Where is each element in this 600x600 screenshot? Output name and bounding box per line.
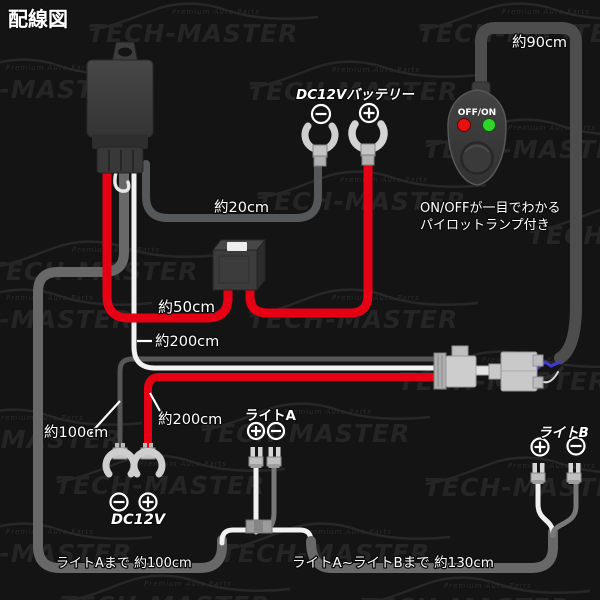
length-white-lead: 約200cm (155, 333, 219, 350)
dc12v-label: DC12V (111, 512, 167, 528)
length-plus-lead: 約200cm (158, 411, 222, 428)
light-b-terminals (530, 463, 582, 484)
dc12v-minus-symbol (109, 492, 129, 512)
switch-note-line1: ON/OFFが一目でわかる (420, 201, 561, 216)
fuse-slot (227, 242, 247, 251)
battery-label: DC12Vバッテリー (296, 87, 414, 103)
length-a-to-b: ライトA~ライトBまで 約130cm (292, 555, 494, 571)
connector-blade (475, 365, 490, 376)
wire-white-lead (131, 163, 441, 371)
light-a-terminals (248, 447, 282, 468)
battery-minus-sleeve (312, 144, 328, 158)
connector-left-rear (433, 352, 447, 390)
relay-collar (92, 135, 148, 149)
wire-switch-cable (475, 22, 582, 364)
dc12v-plus-symbol (138, 492, 158, 512)
relay-mount-hole (118, 47, 132, 57)
switch-label: OFF/ON (458, 108, 496, 118)
length-fuse-to-relay: 約50cm (158, 298, 215, 316)
battery-plus-symbol (358, 102, 380, 124)
wire-red-plus-lead (144, 373, 442, 454)
wire-red-fuse-to-relay (102, 163, 233, 323)
light-a-minus-symbol (266, 421, 286, 441)
relay (86, 41, 154, 174)
led-green (482, 118, 496, 132)
fuse-box-panel (218, 255, 250, 284)
connector-latch (451, 345, 469, 357)
pointer-plus-lead (149, 392, 161, 412)
pointer-lines (89, 339, 161, 435)
battery-terminals (301, 120, 388, 167)
light-a-plus-symbol (246, 421, 266, 441)
light-a-label: ライトA (245, 408, 296, 424)
switch-note-line2: パイロットランプ付き (420, 218, 550, 233)
battery-minus-symbol (310, 103, 332, 125)
light-b-minus-symbol (566, 436, 586, 456)
battery-plus-sleeve (360, 143, 376, 157)
connector-nose (488, 363, 502, 380)
connector-pair (433, 345, 544, 392)
wire-light-b-minus (550, 479, 579, 538)
wire-relay-white-hook (113, 170, 131, 193)
relay-body (86, 59, 154, 138)
wire-cable-to-light-b (306, 527, 558, 573)
fuse-box (211, 238, 267, 292)
wiring-layer (33, 22, 582, 573)
switch-button[interactable] (460, 141, 494, 175)
length-to-light-a: ライトAまで 約100cm (56, 556, 192, 571)
wire-red-battery-to-fuse (245, 157, 373, 318)
polarity-symbols (109, 102, 586, 512)
length-switch-cable: 約90cm (512, 34, 567, 51)
length-minus-lead: 約100cm (44, 424, 108, 441)
wire-white-into-junction (219, 527, 256, 546)
pointer-minus-lead (89, 400, 121, 435)
page-title: 配線図 (8, 7, 68, 31)
length-battery-minus: 約20cm (214, 199, 269, 216)
light-b-plus-symbol (530, 437, 550, 457)
light-a-junction-band (254, 520, 263, 533)
wire-relay-to-battery-minus (142, 158, 322, 222)
connector-female (445, 355, 477, 388)
dc12v-plus-fork (130, 447, 166, 478)
wire-cable-to-light-a (33, 161, 227, 573)
light-b-label: ライトB (538, 425, 589, 441)
wire-minus-lead (117, 356, 441, 453)
dc12v-terminals (102, 443, 166, 478)
pilot-switch: OFF/ON (447, 81, 507, 186)
led-red (457, 118, 471, 132)
